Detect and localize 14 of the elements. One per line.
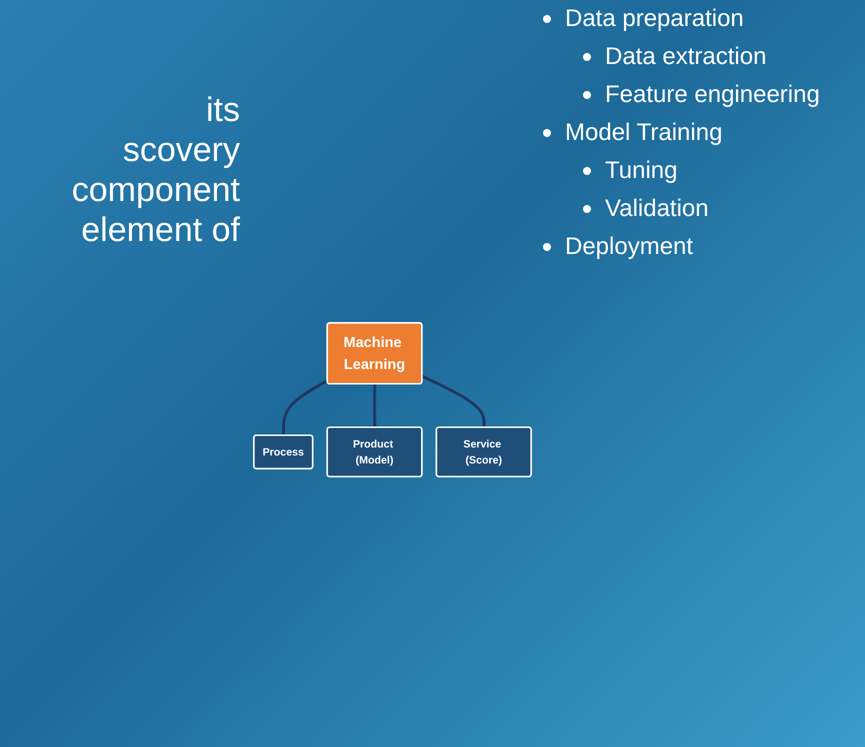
bullet-item: Tuning — [605, 157, 678, 184]
bullet-item: Deployment — [565, 233, 694, 260]
arrow — [281, 380, 328, 436]
bullet-item: Data preparation — [565, 5, 744, 32]
slide-text: scovery — [122, 130, 240, 170]
slide-text: component — [70, 170, 240, 210]
bullet-item: Feature engineering — [605, 81, 820, 108]
bullet-item: Model Training — [565, 119, 722, 146]
bullet-item: Data extraction — [605, 43, 766, 70]
arrow — [422, 375, 486, 428]
slide-text: its — [205, 90, 240, 130]
slide-text: element of — [80, 210, 240, 250]
arrow — [372, 384, 377, 428]
bullet-item: Validation — [605, 195, 709, 222]
